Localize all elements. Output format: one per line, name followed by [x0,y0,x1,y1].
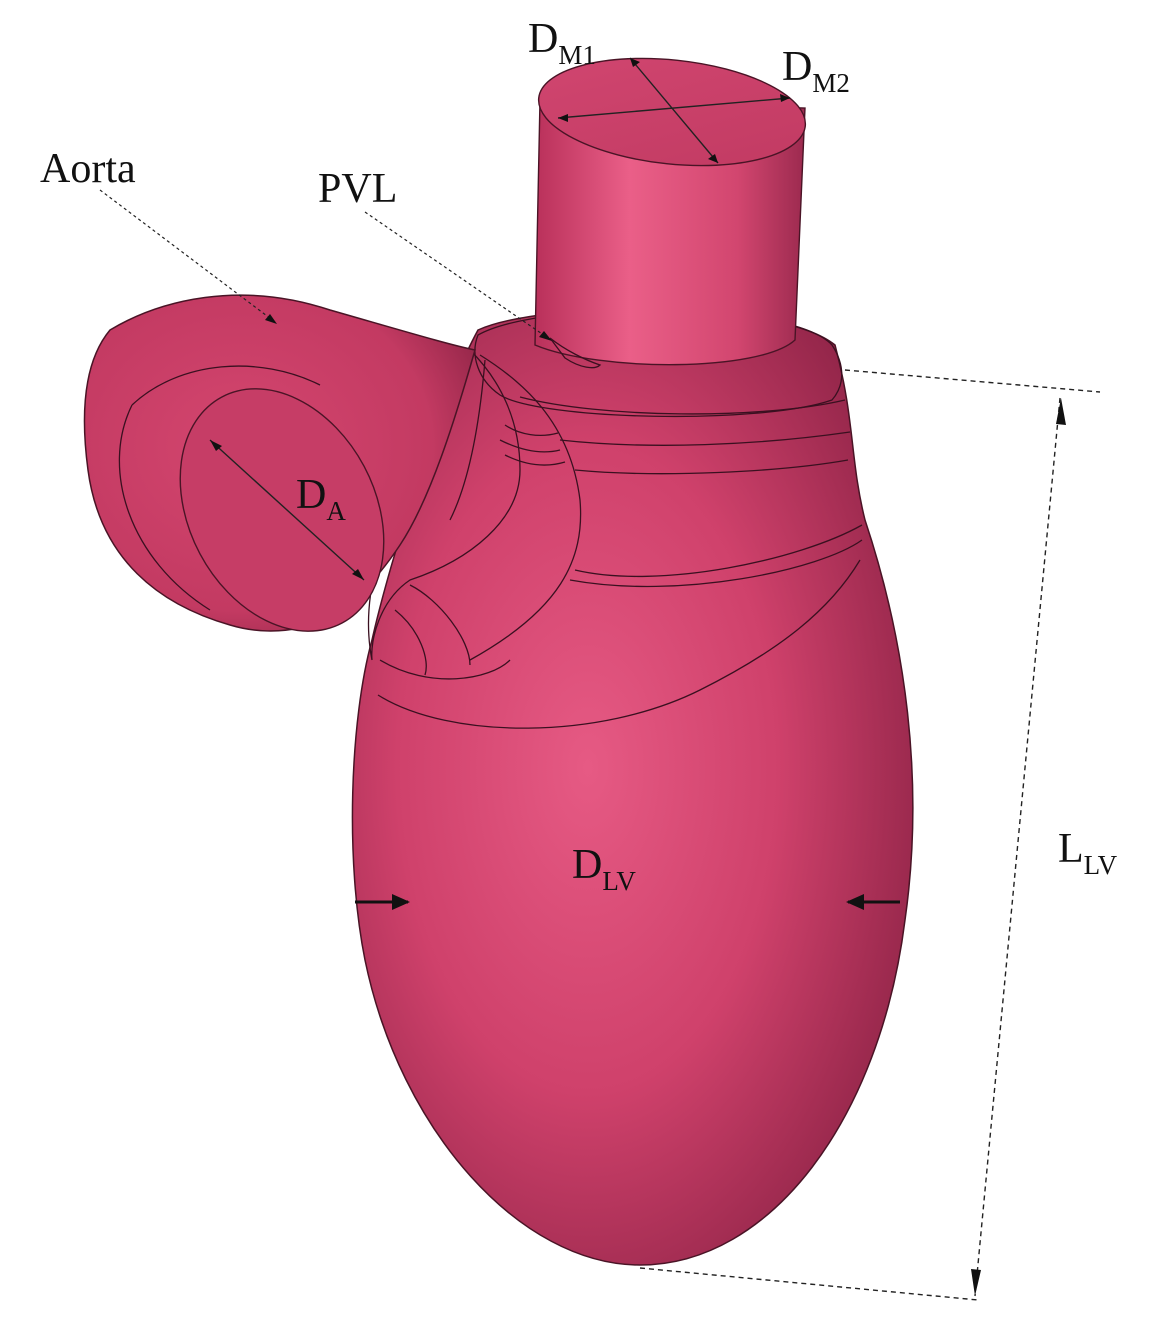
dimension-d-lv [355,894,900,910]
surface-line [131,365,321,406]
dimension-d-a [209,439,365,581]
label-d-m1: DM1 [528,16,596,70]
label-d-lv: DLV [572,842,636,896]
surface-line [379,659,511,680]
surface-line [559,431,851,446]
surface-line [469,354,582,661]
pvl-feature [549,337,602,369]
surface-line [394,609,427,676]
surface-line [574,459,849,475]
leader-aorta [99,189,277,324]
mitral-inlet-cylinder [534,99,806,366]
dimension-d-m2 [557,94,791,122]
surface-line [449,359,486,521]
surface-line [504,454,566,466]
aorta-outlet-face [179,388,385,632]
surface-line [504,424,559,436]
label-d-m2: DM2 [782,44,850,98]
label-aorta: Aorta [40,146,136,192]
label-l-lv: LLV [1058,826,1118,880]
mitral-inlet-face [537,57,807,167]
surface-line [377,559,861,729]
surface-line [409,584,471,666]
leader-pvl [364,211,552,341]
dimension-d-m1 [629,57,719,164]
surface-line [499,439,561,453]
surface-line [574,524,863,578]
label-d-a: DA [296,472,346,526]
surface-line [569,539,863,588]
surface-line [519,396,846,415]
left-ventricle-body [351,308,914,1266]
label-pvl: PVL [318,166,397,212]
surface-line [118,404,211,611]
dimension-l-lv [639,369,1101,1301]
